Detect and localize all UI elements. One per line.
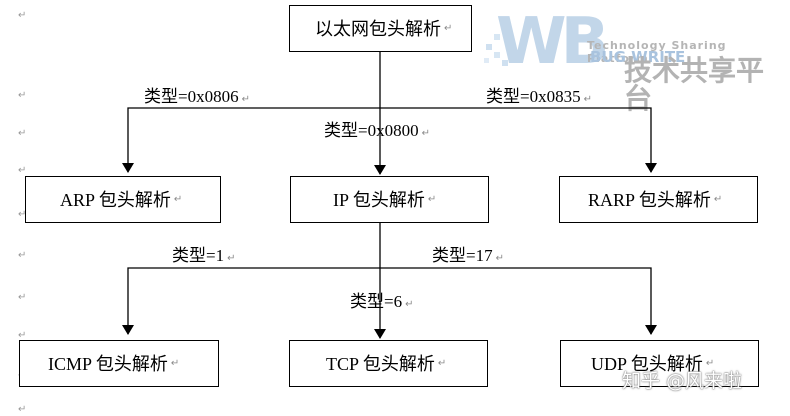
node-rarp: RARP 包头解析↵ (559, 176, 758, 223)
edge-ip-udp (380, 267, 657, 335)
logo-chinese-title: 技术共享平台 (624, 54, 765, 115)
paragraph-mark: ↵ (18, 10, 27, 21)
paragraph-mark: ↵ (18, 165, 27, 176)
edge-ethernet-rarp (380, 107, 657, 173)
edge-label-rarp-type: 类型=0x0835↵ (486, 87, 592, 106)
node-tcp: TCP 包头解析↵ (289, 340, 488, 387)
node-ethernet: 以太网包头解析↵ (289, 5, 472, 52)
paragraph-mark: ↵ (18, 90, 27, 101)
node-ip: IP 包头解析↵ (290, 176, 489, 223)
edge-label-arp-type: 类型=0x0806↵ (144, 87, 250, 106)
paragraph-mark: ↵ (18, 292, 27, 303)
zhihu-watermark: 知乎 @风来啦 (622, 370, 743, 392)
paragraph-mark: ↵ (18, 209, 27, 220)
logo-letters: WB (496, 5, 609, 79)
logo-tagline: Technology Sharing Platform (587, 39, 727, 65)
edge-ip-icmp (122, 267, 380, 335)
edge-label-udp-type: 类型=17↵ (432, 246, 504, 265)
edge-label-ip-type: 类型=0x0800↵ (324, 121, 430, 140)
edge-label-icmp-type: 类型=1↵ (172, 246, 236, 265)
edge-label-tcp-type: 类型=6↵ (350, 292, 414, 311)
node-arp: ARP 包头解析↵ (25, 176, 221, 223)
paragraph-mark: ↵ (18, 128, 27, 139)
paragraph-mark: ↵ (18, 250, 27, 261)
edge-ethernet-arp (122, 107, 380, 173)
paragraph-mark: ↵ (18, 404, 27, 415)
node-udp: UDP 包头解析↵ (560, 340, 759, 387)
bugwrite-logo: WB Technology Sharing Platform BUG WRITE… (482, 5, 782, 113)
node-icmp: ICMP 包头解析↵ (19, 340, 219, 387)
logo-pixel-graphic (484, 34, 508, 66)
paragraph-mark: ↵ (18, 330, 27, 341)
logo-bugwrite: BUG WRITE (590, 48, 686, 66)
